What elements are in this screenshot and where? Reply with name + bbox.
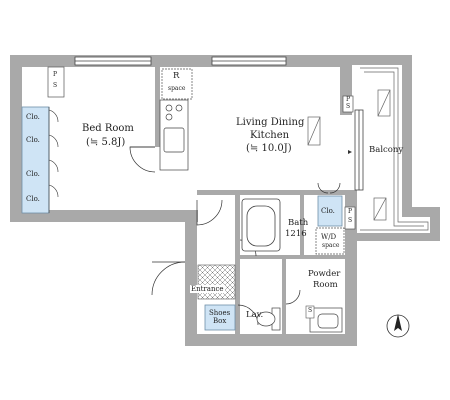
windows	[74, 56, 364, 191]
ldk-name-1: Living Dining	[236, 117, 305, 128]
balcony-name: Balcony	[369, 145, 404, 155]
ldk-name-2: Kitchen	[250, 130, 290, 141]
wd-space: space	[322, 242, 340, 249]
bedroom-name: Bed Room	[82, 123, 134, 134]
closet-label-2: Clo.	[26, 136, 40, 144]
ps-top-p: P	[53, 71, 58, 78]
closet-label-right: Clo.	[321, 207, 335, 215]
bath-name: Bath	[288, 218, 309, 228]
entrance-name: Entrance	[190, 285, 225, 294]
stove-icon	[165, 104, 183, 121]
kitchen-counter	[159, 99, 189, 171]
bath-size: 1216	[285, 229, 307, 239]
toilet-icon	[256, 307, 281, 331]
compass-north-icon	[386, 314, 410, 338]
wd-label: W/D	[321, 233, 337, 241]
shoes-box-1: Shoes	[209, 309, 231, 317]
ps-balcony-s: S	[348, 217, 353, 224]
lav-name: Lav.	[246, 310, 264, 320]
closet-label-3: Clo.	[26, 170, 40, 178]
ps-balcony-p: P	[348, 208, 353, 215]
ldk-area: (≒ 10.0J)	[246, 143, 292, 154]
bedroom-area: (≒ 5.8J)	[86, 137, 126, 148]
ps-ldk-s: S	[346, 103, 351, 110]
bedroom-closets	[21, 106, 50, 214]
closet-doors	[48, 107, 59, 213]
small-s-tag: S	[308, 307, 313, 314]
bathtub-icon	[241, 198, 281, 252]
walls	[10, 55, 440, 346]
closet-label-4: Clo.	[26, 195, 40, 203]
entrance-floor	[197, 264, 236, 300]
r-space-letter: R	[173, 71, 180, 81]
ps-ldk-p: P	[346, 96, 351, 103]
powder-name-1: Powder	[308, 269, 341, 279]
ps-top-s: S	[53, 82, 58, 89]
powder-name-2: Room	[313, 280, 338, 290]
balcony-lines	[360, 67, 429, 231]
closet-label-1: Clo.	[26, 113, 40, 121]
shoes-box-2: Box	[213, 317, 227, 325]
r-space-sub: space	[168, 85, 186, 92]
sink-icon	[163, 127, 185, 153]
